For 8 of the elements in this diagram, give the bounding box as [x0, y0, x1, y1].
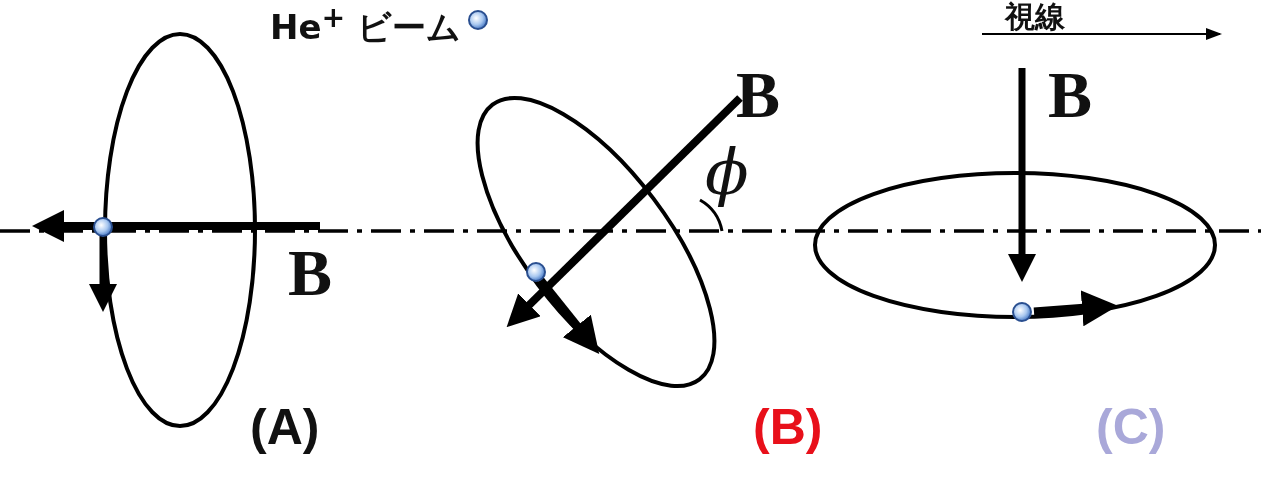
field-label: B [1048, 62, 1093, 128]
panel-label: (B) [753, 402, 823, 452]
panel-label: (C) [1096, 402, 1166, 452]
panel-label: (A) [250, 402, 320, 452]
beam-label: He$^{+}$ ビーム [270, 4, 462, 45]
field-label: B [736, 62, 781, 128]
sight-line-label: 視線 [1005, 2, 1065, 32]
field-label: B [288, 240, 333, 306]
